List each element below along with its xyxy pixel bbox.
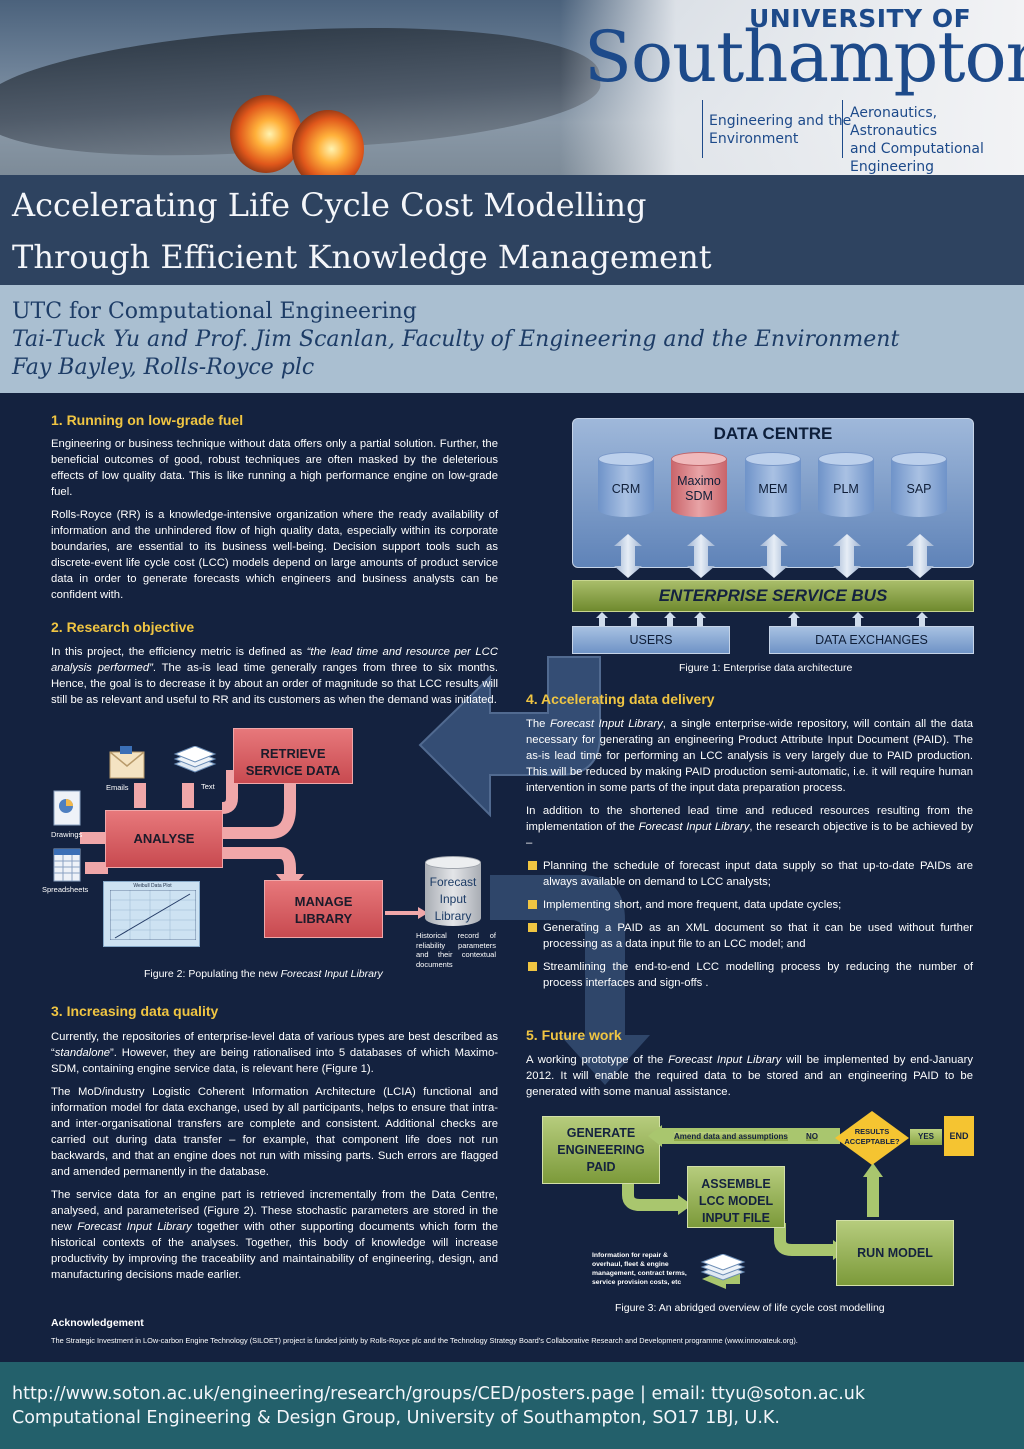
- figure-2: RETRIEVE SERVICE DATA ANALYSE MANAGE LIB…: [40, 728, 510, 988]
- section-3-paragraph-1: Currently, the repositories of enterpris…: [51, 1031, 498, 1075]
- unit-engineering-environment: Engineering and the Environment: [709, 113, 852, 147]
- database-sap: SAP: [891, 452, 947, 524]
- list-item: Streamlining the end-to-end LCC modellin…: [526, 959, 973, 991]
- poster-title: Accelerating Life Cycle Cost Modelling T…: [0, 175, 1024, 285]
- database-mem: MEM: [745, 452, 801, 524]
- acknowledgement: Acknowledgement The Strategic Investment…: [51, 1317, 991, 1345]
- figure-2-caption: Figure 2: Populating the new Forecast In…: [144, 968, 383, 980]
- end-box: END: [944, 1116, 974, 1156]
- assemble-input-file-box: ASSEMBLE LCC MODEL INPUT FILE: [687, 1166, 785, 1228]
- list-item: Generating a PAID as an XML document so …: [526, 920, 973, 952]
- weibull-plot-image: Weibull Data Plot: [103, 881, 200, 947]
- unit-aeronautics: Aeronautics, Astronautics and Computatio…: [850, 105, 984, 175]
- envelope-icon: [109, 746, 145, 779]
- no-label: NO: [806, 1132, 818, 1141]
- forecast-input-library-cylinder: Forecast Input Library: [425, 856, 481, 932]
- objective-list: Planning the schedule of forecast input …: [526, 858, 973, 991]
- section-3-paragraph-2: The MoD/industry Logistic Coherent Infor…: [51, 1086, 498, 1178]
- section-5-heading: 5. Future work: [526, 1027, 622, 1043]
- centre-name: UTC for Computational Engineering: [12, 299, 417, 324]
- retrieve-service-data-box: RETRIEVE SERVICE DATA: [233, 728, 353, 784]
- section-1-paragraph-2: Rolls-Royce (RR) is a knowledge-intensiv…: [51, 509, 498, 601]
- section-1-heading: 1. Running on low-grade fuel: [51, 412, 244, 428]
- weibull-plot-title: Weibull Data Plot: [133, 883, 172, 889]
- figure-1-caption: Figure 1: Enterprise data architecture: [679, 662, 853, 674]
- library-note: Historical record of reliability paramet…: [416, 931, 496, 969]
- section-4: 4. Accelerating data delivery The Foreca…: [526, 691, 973, 998]
- acknowledgement-text: The Strategic Investment in LOw-carbon E…: [51, 1336, 798, 1345]
- data-centre-title: DATA CENTRE: [713, 424, 833, 443]
- afterburner-right-image: [292, 110, 364, 175]
- database-bus-arrows: [614, 534, 934, 578]
- drawing-file-icon: [53, 790, 81, 826]
- list-item: Planning the schedule of forecast input …: [526, 858, 973, 890]
- text-label: Text: [201, 782, 215, 791]
- afterburner-left-image: [230, 95, 302, 173]
- footer-address: Computational Engineering & Design Group…: [12, 1408, 780, 1428]
- section-3: 3. Increasing data quality Currently, th…: [51, 1003, 498, 1283]
- results-decision-diamond: [835, 1111, 909, 1165]
- section-2-heading: 2. Research objective: [51, 619, 195, 635]
- background-flow-arrow: [418, 656, 650, 1085]
- data-exchanges-box: DATA EXCHANGES: [769, 626, 974, 654]
- document-stack-icon: [173, 746, 217, 773]
- section-3-paragraph-3: The service data for an engine part is r…: [51, 1189, 498, 1281]
- database-maximo-sdm: Maximo SDM: [671, 452, 727, 524]
- university-of-label: UNIVERSITY OF: [749, 4, 972, 33]
- acknowledgement-heading: Acknowledgement: [51, 1317, 144, 1329]
- enterprise-service-bus: ENTERPRISE SERVICE BUS: [572, 580, 974, 612]
- section-5: 5. Future work A working prototype of th…: [526, 1027, 973, 1100]
- amend-data-label: Amend data and assumptions: [674, 1132, 788, 1141]
- weibull-plot-lines: [110, 890, 196, 940]
- database-plm: PLM: [818, 452, 874, 524]
- author-bar: UTC for Computational Engineering Tai-Tu…: [0, 285, 1024, 393]
- users-box: USERS: [572, 626, 730, 654]
- industry-author-line: Fay Bayley, Rolls-Royce plc: [12, 355, 315, 380]
- section-4-paragraph-1: The Forecast Input Library, a single ent…: [526, 718, 973, 794]
- footer-url-email: http://www.soton.ac.uk/engineering/resea…: [12, 1384, 866, 1404]
- figure-3-caption: Figure 3: An abridged overview of life c…: [615, 1302, 885, 1314]
- list-item: Implementing short, and more frequent, d…: [526, 897, 973, 913]
- spreadsheets-label: Spreadsheets: [42, 885, 89, 894]
- database-crm: CRM: [598, 452, 654, 524]
- unit-divider-1: [702, 100, 703, 158]
- unit-divider-2: [842, 100, 843, 158]
- repair-information-note: Information for repair & overhaul, fleet…: [592, 1252, 687, 1286]
- bus-consumer-arrows: [596, 612, 928, 626]
- spreadsheet-icon: [53, 848, 81, 882]
- footer: http://www.soton.ac.uk/engineering/resea…: [0, 1362, 1024, 1449]
- section-2: 2. Research objective In this project, t…: [51, 619, 498, 708]
- analyse-box: ANALYSE: [105, 810, 223, 868]
- drawings-label: Drawings: [51, 830, 83, 839]
- run-model-box: RUN MODEL: [836, 1220, 954, 1286]
- emails-label: Emails: [106, 783, 129, 792]
- banner-haze: [560, 0, 1024, 175]
- section-4-heading: 4. Accelerating data delivery: [526, 691, 715, 707]
- manage-library-box: MANAGE LIBRARY: [264, 880, 383, 938]
- yes-label: YES: [910, 1129, 942, 1145]
- info-document-stack-icon: [700, 1254, 746, 1281]
- authors-line: Tai-Tuck Yu and Prof. Jim Scanlan, Facul…: [12, 327, 900, 352]
- hero-banner: UNIVERSITY OF Southampton Engineering an…: [0, 0, 1024, 175]
- section-2-paragraph: In this project, the efficiency metric i…: [51, 646, 498, 706]
- university-logo-name: Southampton: [584, 16, 1024, 98]
- section-1: 1. Running on low-grade fuel Engineering…: [51, 412, 498, 603]
- section-1-paragraph-1: Engineering or business technique withou…: [51, 438, 498, 498]
- section-3-heading: 3. Increasing data quality: [51, 1003, 219, 1019]
- generate-paid-box: GENERATE ENGINEERING PAID: [542, 1116, 660, 1184]
- section-5-paragraph: A working prototype of the Forecast Inpu…: [526, 1054, 973, 1098]
- section-4-paragraph-2: In addition to the shortened lead time a…: [526, 805, 973, 849]
- results-acceptable-label: RESULTS ACCEPTABLE?: [844, 1127, 900, 1146]
